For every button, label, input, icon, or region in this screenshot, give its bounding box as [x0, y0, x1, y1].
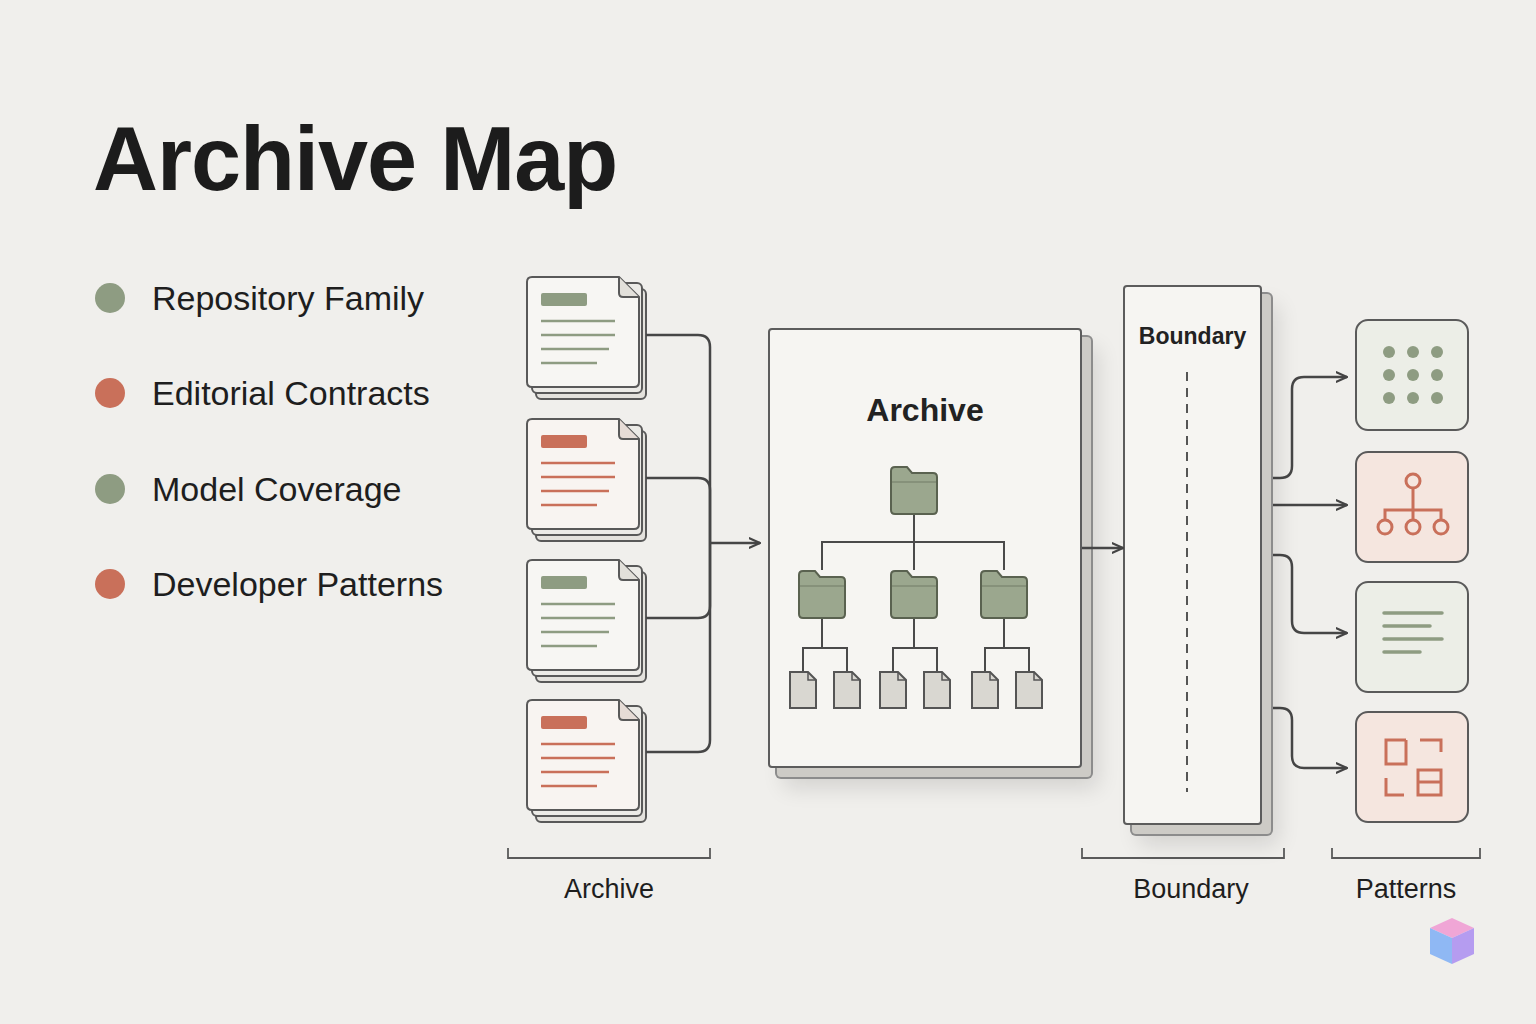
- cube-face: [1430, 928, 1452, 964]
- wire: [646, 543, 710, 618]
- wire-arrow: [1264, 377, 1347, 478]
- folder-icon: [981, 571, 1027, 618]
- bracket: [1332, 848, 1480, 858]
- legend-item: Editorial Contracts: [95, 371, 430, 415]
- tree-line: [893, 618, 937, 672]
- node-label: Archive: [770, 392, 1080, 429]
- grid-dot: [1383, 369, 1395, 381]
- legend-text: Model Coverage: [152, 470, 401, 509]
- grid-dot: [1383, 392, 1395, 404]
- folder-icon: [799, 571, 845, 618]
- pattern-tile: [1356, 452, 1468, 562]
- archive-panel: Archive: [768, 328, 1082, 768]
- document-stack: [527, 277, 646, 399]
- section-label: Archive: [564, 874, 654, 905]
- pattern-tile: [1356, 712, 1468, 822]
- document-stack: [527, 700, 646, 822]
- tree-line: [803, 618, 847, 672]
- wire-arrow: [1264, 555, 1347, 633]
- grid-icon: [1383, 346, 1443, 404]
- watermark-cube: [1430, 918, 1474, 964]
- folder-tree-lines: [803, 514, 1029, 672]
- wire: [646, 543, 710, 752]
- legend-swatch: [95, 569, 125, 599]
- pattern-tile: [1356, 320, 1468, 430]
- grid-dot: [1407, 392, 1419, 404]
- section-label: Patterns: [1356, 874, 1457, 905]
- layout-icon: [1386, 740, 1441, 795]
- bracket: [508, 848, 710, 858]
- file-icon: [972, 672, 998, 708]
- legend-text: Repository Family: [152, 279, 424, 318]
- hierarchy-dot: [1378, 520, 1392, 534]
- layout-corner: [1386, 778, 1404, 795]
- legend-text: Editorial Contracts: [152, 374, 430, 413]
- boundary-dashed-line: [1186, 372, 1188, 792]
- grid-dot: [1431, 346, 1443, 358]
- tree-line: [822, 514, 1004, 570]
- hierarchy-dot: [1406, 474, 1420, 488]
- grid-dot: [1383, 346, 1395, 358]
- wire-arrow: [1264, 504, 1347, 507]
- file-icon: [924, 672, 950, 708]
- layout-divider: [1418, 781, 1441, 784]
- layout-corner: [1420, 740, 1441, 752]
- cube-face: [1430, 918, 1474, 938]
- folder-icon: [891, 467, 937, 514]
- section-label: Boundary: [1133, 874, 1249, 905]
- grid-dot: [1431, 369, 1443, 381]
- grid-dot: [1407, 346, 1419, 358]
- input-wires: [646, 335, 760, 752]
- legend-swatch: [95, 378, 125, 408]
- tree-line: [985, 618, 1029, 672]
- legend-swatch: [95, 283, 125, 313]
- wire: [646, 335, 710, 543]
- boundary-panel: Boundary: [1123, 285, 1262, 825]
- document-stack: [527, 560, 646, 682]
- layout-block: [1386, 740, 1406, 764]
- legend-item: Repository Family: [95, 276, 424, 320]
- document-stack: [527, 419, 646, 541]
- legend-swatch: [95, 474, 125, 504]
- output-wires: [1264, 377, 1347, 768]
- layout-block: [1418, 770, 1441, 795]
- hierarchy-icon: [1378, 474, 1448, 534]
- connector-arrow: [1082, 547, 1123, 550]
- grid-dot: [1407, 369, 1419, 381]
- wire-arrow: [710, 542, 760, 545]
- hierarchy-dot: [1434, 520, 1448, 534]
- folder-icon: [891, 571, 937, 618]
- file-icon: [790, 672, 816, 708]
- section-brackets: [508, 848, 1480, 858]
- wire-arrow: [1264, 708, 1347, 768]
- pattern-tile: [1356, 582, 1468, 692]
- file-icon: [880, 672, 906, 708]
- file-icon: [1016, 672, 1042, 708]
- hierarchy-dot: [1406, 520, 1420, 534]
- legend-item: Model Coverage: [95, 467, 401, 511]
- cube-face: [1452, 928, 1474, 964]
- wire: [646, 478, 710, 543]
- hierarchy-lines: [1385, 488, 1441, 520]
- file-icon: [834, 672, 860, 708]
- grid-dot: [1431, 392, 1443, 404]
- legend-text: Developer Patterns: [152, 565, 443, 604]
- list-icon: [1384, 613, 1442, 652]
- bracket: [1082, 848, 1284, 858]
- legend-item: Developer Patterns: [95, 562, 443, 606]
- pattern-icons: [1356, 320, 1468, 822]
- node-label: Boundary: [1125, 323, 1260, 350]
- diagram-title: Archive Map: [93, 104, 617, 214]
